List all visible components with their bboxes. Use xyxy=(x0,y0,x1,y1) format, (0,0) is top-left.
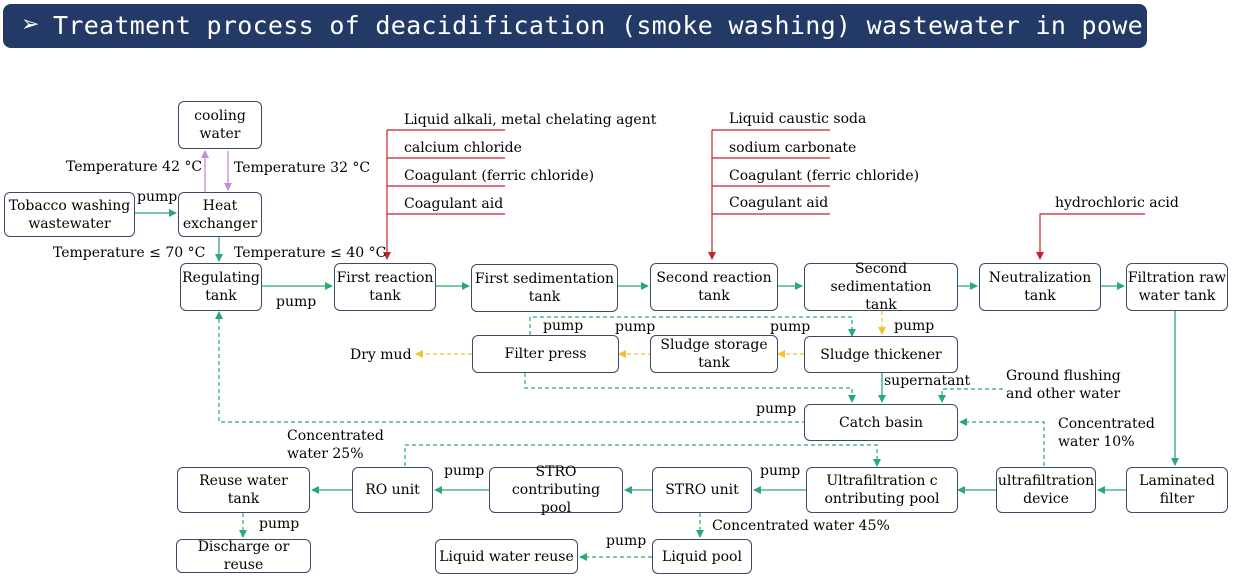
first-sedimentation-tank-label: First sedimentation tank xyxy=(474,271,615,305)
heat-exchanger-box: Heat exchanger xyxy=(178,192,262,237)
regulating-tank-label: Regulating tank xyxy=(182,270,260,304)
ultrafiltration-device-box: ultrafiltration device xyxy=(996,467,1096,513)
pump-ro-label: pump xyxy=(444,463,485,479)
first-reaction-tank-box: First reaction tank xyxy=(334,263,436,311)
concentrated-25-label: Concentrated water 25% xyxy=(287,428,384,462)
second-sedimentation-tank-box: Second sedimentation tank xyxy=(804,261,958,313)
sludge-flow-lines xyxy=(415,311,886,358)
ro-unit-box: RO unit xyxy=(352,467,433,513)
arrow-bullet-icon: ➢ xyxy=(21,12,40,37)
stro-unit-label: STRO unit xyxy=(665,482,739,498)
liquid-pool-label: Liquid pool xyxy=(662,548,742,565)
supernatant-label: supernatant xyxy=(884,373,971,389)
stro-contributing-pool-box: STRO contributing pool xyxy=(489,464,623,516)
dashed-flow-lines xyxy=(215,311,1045,561)
pump-tobacco-label: pump xyxy=(137,189,178,205)
discharge-or-reuse-box: Discharge or reuse xyxy=(176,539,311,573)
heat-exchanger-label: Heat exchanger xyxy=(182,197,258,232)
ultrafiltration-device-label: ultrafiltration device xyxy=(997,473,1095,507)
liquid-water-reuse-box: Liquid water reuse xyxy=(435,539,578,574)
neutralization-tank-box: Neutralization tank xyxy=(979,263,1101,311)
pump-catch-basin-label: pump xyxy=(756,401,797,417)
concentrated-10-label: Concentrated water 10% xyxy=(1058,416,1155,450)
sludge-thickener-label: Sludge thickener xyxy=(820,346,942,363)
pump-into-thickener-label: pump xyxy=(894,318,935,334)
laminated-filter-box: Laminated filter xyxy=(1126,467,1228,513)
second-reaction-tank-box: Second reaction tank xyxy=(650,263,778,311)
discharge-or-reuse-label: Discharge or reuse xyxy=(197,539,290,573)
pump-thickener-to-storage-label: pump xyxy=(770,319,811,335)
filter-press-label: Filter press xyxy=(504,346,587,362)
dose-second-4: Coagulant aid xyxy=(729,195,829,211)
title-banner: ➢ Treatment process of deacidification (… xyxy=(3,4,1238,48)
dose-first-3: Coagulant (ferric chloride) xyxy=(404,168,595,184)
liquid-water-reuse-label: Liquid water reuse xyxy=(439,548,574,565)
temperature-le-70-label: Temperature ≤ 70 °C xyxy=(53,245,206,261)
cooling-loop xyxy=(201,150,232,193)
ro-unit-label: RO unit xyxy=(365,482,420,498)
concentrated-45-label: Concentrated water 45% xyxy=(712,518,890,534)
ultrafiltration-contributing-pool-box: Ultrafiltration c ontributing pool xyxy=(806,467,958,513)
main-flow-lines xyxy=(135,209,1179,494)
pump-reuse-label: pump xyxy=(259,516,300,532)
tobacco-washing-wastewater-label: Tobacco washing wastewater xyxy=(8,197,131,232)
temperature-42-label: Temperature 42 °C xyxy=(66,159,203,175)
pump-storage-to-press-label: pump xyxy=(615,319,656,335)
stro-contributing-pool-label: STRO contributing pool xyxy=(511,464,601,516)
filtration-raw-water-tank-label: Filtration raw water tank xyxy=(1127,270,1227,304)
dose-second-2: sodium carbonate xyxy=(729,140,857,156)
pump-stro-label: pump xyxy=(760,463,801,479)
liquid-pool-box: Liquid pool xyxy=(652,539,752,574)
temperature-32-label: Temperature 32 °C xyxy=(234,160,371,176)
dry-mud-label: Dry mud xyxy=(350,347,412,363)
dose-first-1: Liquid alkali, metal chelating agent xyxy=(404,112,657,128)
reuse-water-tank-box: Reuse water tank xyxy=(177,467,310,513)
page-title: Treatment process of deacidification (sm… xyxy=(53,11,1238,40)
dose-second-1: Liquid caustic soda xyxy=(729,111,867,127)
dose-neutralization: hydrochloric acid xyxy=(1055,195,1179,211)
neutralization-tank-label: Neutralization tank xyxy=(988,270,1092,304)
catch-basin-label: Catch basin xyxy=(839,414,923,431)
ground-flushing-label: Ground flushing and other water xyxy=(1006,368,1121,402)
reuse-water-tank-label: Reuse water tank xyxy=(199,473,288,507)
pump-regulating-label: pump xyxy=(276,294,317,310)
temperature-le-40-label: Temperature ≤ 40 °C xyxy=(234,245,387,261)
ultrafiltration-contributing-pool-label: Ultrafiltration c ontributing pool xyxy=(824,473,940,507)
filter-press-box: Filter press xyxy=(472,335,619,373)
dose-first-2: calcium chloride xyxy=(404,140,522,156)
dose-first-4: Coagulant aid xyxy=(404,196,504,212)
stro-unit-box: STRO unit xyxy=(652,467,752,513)
dosing-lines xyxy=(383,129,1145,260)
pump-filter-press-back-label: pump xyxy=(543,318,584,334)
cooling-water-box: cooling water xyxy=(178,101,262,149)
cooling-water-label: cooling water xyxy=(194,108,246,142)
sludge-storage-tank-label: Sludge storage tank xyxy=(660,337,768,371)
dose-second-3: Coagulant (ferric chloride) xyxy=(729,168,920,184)
sludge-thickener-box: Sludge thickener xyxy=(804,336,958,373)
regulating-tank-box: Regulating tank xyxy=(180,263,262,311)
first-reaction-tank-label: First reaction tank xyxy=(336,270,434,304)
second-sedimentation-tank-label: Second sedimentation tank xyxy=(830,261,932,313)
filtration-raw-water-tank-box: Filtration raw water tank xyxy=(1126,263,1228,311)
laminated-filter-label: Laminated filter xyxy=(1139,473,1215,507)
tobacco-washing-wastewater-box: Tobacco washing wastewater xyxy=(4,192,135,237)
first-sedimentation-tank-box: First sedimentation tank xyxy=(471,264,618,312)
catch-basin-box: Catch basin xyxy=(804,404,958,441)
pump-liquid-pool-label: pump xyxy=(606,533,647,549)
sludge-storage-tank-box: Sludge storage tank xyxy=(650,335,778,373)
second-reaction-tank-label: Second reaction tank xyxy=(656,270,772,304)
